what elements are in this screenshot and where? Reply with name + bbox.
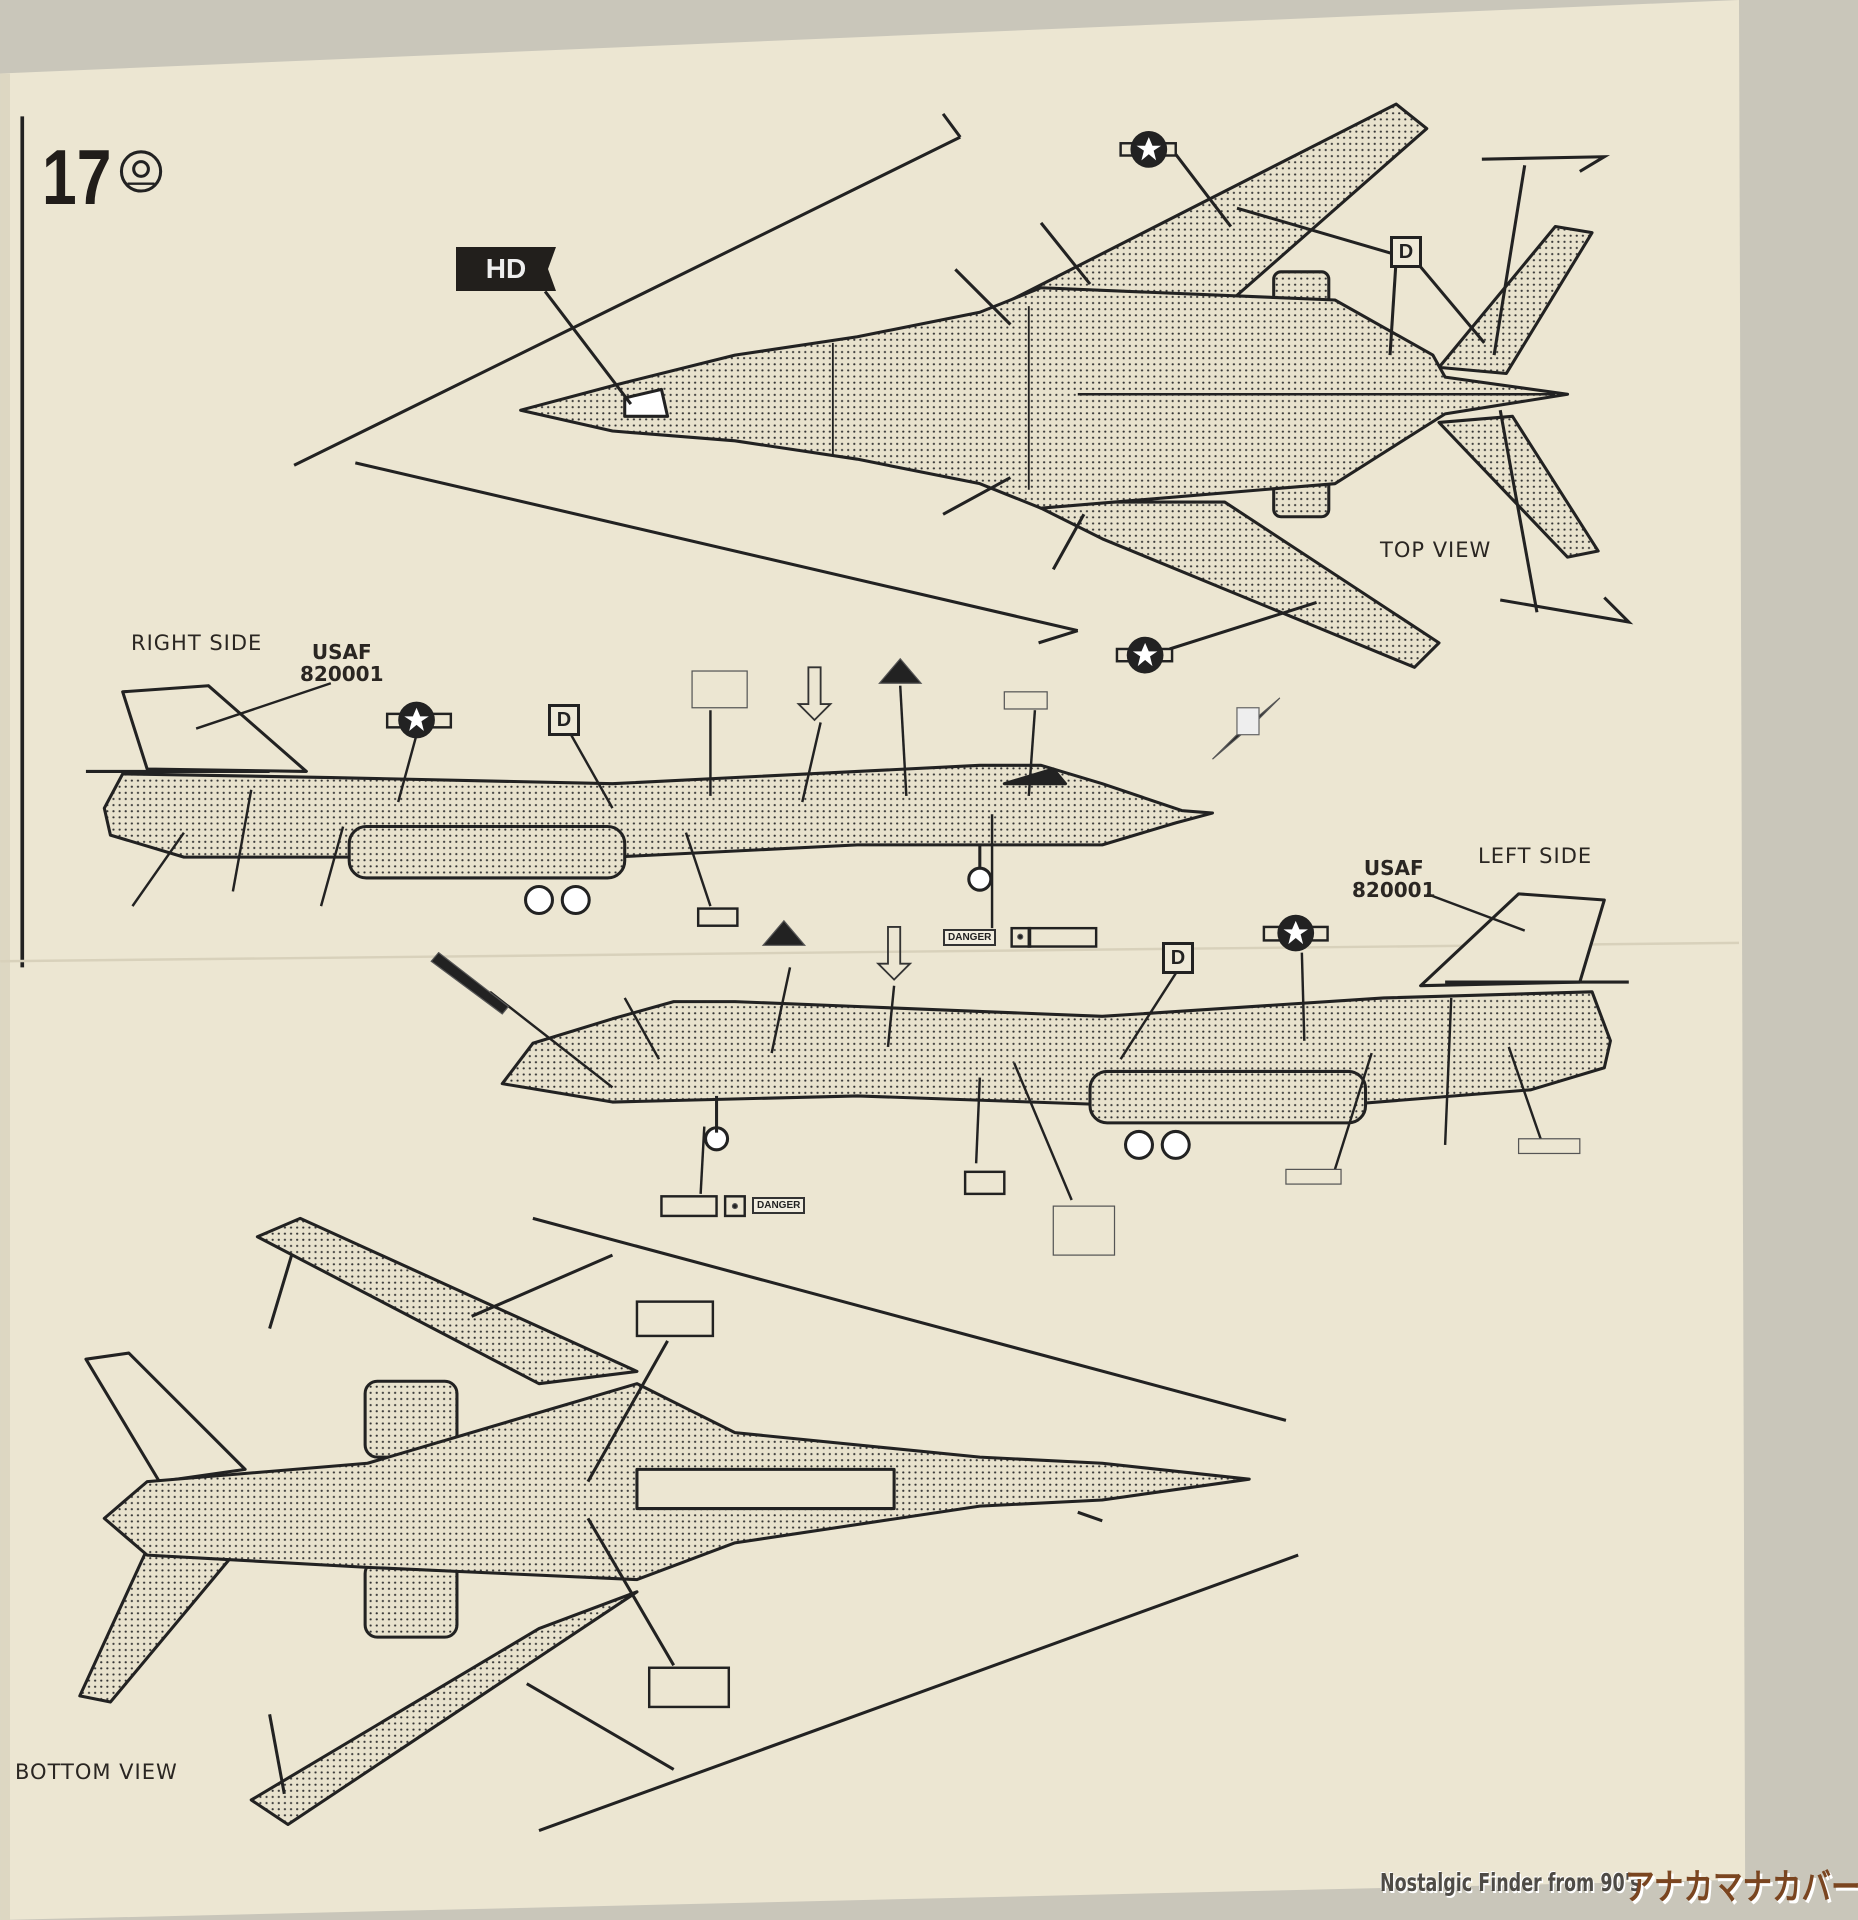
- bottom-lower-wing: [249, 1590, 639, 1827]
- top-fin-lower: [1437, 414, 1600, 559]
- watermark-logo: アナカマナカバー: [1625, 1867, 1858, 1908]
- top-fuselage: [519, 286, 1570, 510]
- side-wheel: [524, 885, 554, 915]
- side-wheel: [560, 885, 591, 915]
- bottom-upper-wing: [255, 1216, 639, 1386]
- d-marker-top: D: [1390, 236, 1422, 268]
- left-decal-callouts: [430, 919, 1581, 1256]
- danger-label-right: DANGER: [943, 929, 997, 946]
- d-marker-right: D: [548, 704, 580, 736]
- left-side-label: LEFT SIDE: [1478, 844, 1593, 868]
- roundel-icon: [1115, 636, 1174, 674]
- left-page-edge: [0, 73, 11, 1920]
- right-side-label: RIGHT SIDE: [131, 631, 263, 655]
- usaf-serial-right: USAF 820001: [300, 641, 384, 685]
- brand-logo-icon: [119, 150, 163, 193]
- right-side-leaders: [131, 682, 1037, 929]
- d-marker-left: D: [1162, 942, 1194, 974]
- right-side-aircraft: [85, 684, 1214, 915]
- roundel-icon: [1262, 914, 1329, 952]
- usaf-text: USAF: [1363, 856, 1424, 880]
- decal-callouts: [691, 657, 1281, 948]
- left-side-leaders: [489, 892, 1542, 1201]
- side-nose-wheel: [967, 866, 993, 892]
- top-view-label: TOP VIEW: [1380, 538, 1492, 562]
- bottom-view-leaders: [268, 1216, 1299, 1833]
- side-engine-pod: [347, 825, 627, 880]
- bottom-fin-upper: [84, 1351, 247, 1484]
- usaf-serial-left: USAF 820001: [1352, 857, 1436, 901]
- roundel-icon: [385, 701, 453, 739]
- page-number: 17: [42, 133, 112, 221]
- bottom-view-aircraft: [78, 1216, 1251, 1827]
- bottom-view-label: BOTTOM VIEW: [15, 1760, 178, 1784]
- watermark-text: Nostalgic Finder from 90's: [1380, 1868, 1641, 1897]
- danger-label-left: DANGER: [752, 1197, 806, 1214]
- serial-text: 820001: [300, 662, 384, 686]
- top-view-leaders: [293, 112, 1634, 651]
- usaf-text: USAF: [311, 640, 372, 664]
- bottom-engine: [363, 1559, 459, 1639]
- roundel-icon: [1119, 131, 1177, 168]
- serial-text: 820001: [1352, 878, 1436, 902]
- side-fin: [121, 684, 308, 773]
- fold-line: [0, 941, 1740, 963]
- hd-badge: HD: [456, 247, 556, 291]
